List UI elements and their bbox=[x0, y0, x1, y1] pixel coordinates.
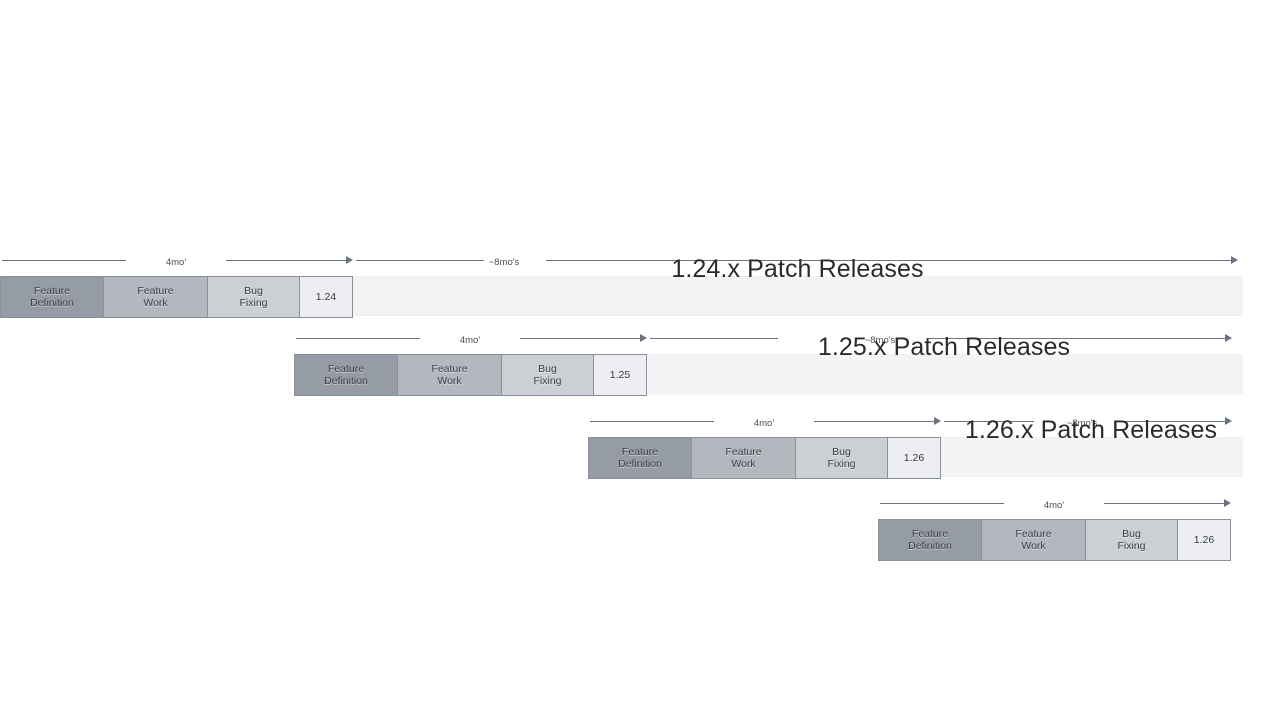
phase-label-line1: Feature bbox=[1015, 527, 1052, 540]
measure-patch-window: ~8mo's bbox=[356, 250, 1240, 272]
measure-arrowhead bbox=[1225, 334, 1232, 342]
phase-bar: Feature Definition Feature Work Bug Fixi… bbox=[294, 354, 647, 396]
phase-feature-work: Feature Work bbox=[104, 277, 208, 317]
phase-label-line2: Definition bbox=[324, 375, 368, 387]
phase-label-line1: Bug bbox=[538, 362, 557, 375]
measure-dev-cycle: 4mo' bbox=[880, 493, 1232, 515]
measure-label-patch-window: ~8mo's bbox=[488, 257, 520, 268]
measure-line-right bbox=[1126, 421, 1226, 422]
phase-label-line1: Feature bbox=[431, 362, 468, 375]
patch-release-band bbox=[645, 354, 1243, 394]
phase-feature-work: Feature Work bbox=[982, 520, 1086, 560]
phase-label-line2: Definition bbox=[908, 540, 952, 552]
release-version-label: 1.25 bbox=[609, 368, 631, 381]
measure-label-dev-cycle: 4mo' bbox=[1043, 500, 1065, 511]
phase-bug-fixing: Bug Fixing bbox=[208, 277, 300, 317]
phase-label-line1: Feature bbox=[621, 445, 659, 458]
measure-line-left bbox=[296, 338, 420, 339]
phase-bar: Feature Definition Feature Work Bug Fixi… bbox=[0, 276, 353, 318]
patch-release-band bbox=[939, 437, 1243, 477]
phase-label-line1: Feature bbox=[911, 527, 949, 540]
phase-label-line2: Work bbox=[437, 375, 462, 387]
phase-bug-fixing: Bug Fixing bbox=[796, 438, 888, 478]
measure-arrowhead bbox=[1231, 256, 1238, 264]
phase-label-line2: Definition bbox=[618, 458, 662, 470]
timeline-row-1-26: 4mo' ~8mo's 1.26.x Patch Releases Featur… bbox=[0, 411, 1280, 491]
measure-label-dev-cycle: 4mo' bbox=[165, 257, 187, 268]
measure-line-right bbox=[926, 338, 1226, 339]
patch-release-band bbox=[352, 276, 1243, 316]
phase-label-line2: Fixing bbox=[239, 297, 268, 309]
release-version-box: 1.25 bbox=[594, 355, 646, 395]
measure-line-right bbox=[814, 421, 935, 422]
phase-feature-definition: Feature Definition bbox=[1, 277, 104, 317]
measure-line-right bbox=[1104, 503, 1225, 504]
phase-bug-fixing: Bug Fixing bbox=[1086, 520, 1178, 560]
phase-bar: Feature Definition Feature Work Bug Fixi… bbox=[588, 437, 941, 479]
phase-label-line2: Work bbox=[143, 297, 168, 309]
phase-label-line1: Bug bbox=[1122, 527, 1141, 540]
measure-arrowhead bbox=[1225, 417, 1232, 425]
phase-label-line1: Feature bbox=[137, 284, 174, 297]
phase-bar: Feature Definition Feature Work Bug Fixi… bbox=[878, 519, 1231, 561]
phase-label-line1: Bug bbox=[244, 284, 263, 297]
measure-dev-cycle: 4mo' bbox=[590, 411, 942, 433]
release-version-label: 1.24 bbox=[315, 290, 337, 303]
measure-arrowhead bbox=[934, 417, 941, 425]
patch-release-label: 1.24.x Patch Releases bbox=[671, 254, 924, 283]
phase-label-line1: Bug bbox=[832, 445, 851, 458]
release-version-label: 1.26 bbox=[903, 451, 925, 464]
measure-arrowhead bbox=[640, 334, 647, 342]
measure-line-left bbox=[590, 421, 714, 422]
phase-feature-definition: Feature Definition bbox=[295, 355, 398, 395]
measure-patch-window: ~8mo's bbox=[944, 411, 1240, 433]
measure-dev-cycle: 4mo' bbox=[2, 250, 354, 272]
patch-release-label: 1.25.x Patch Releases bbox=[817, 332, 1071, 361]
measure-label-dev-cycle: 4mo' bbox=[459, 335, 481, 346]
phase-label-line2: Work bbox=[731, 458, 756, 470]
release-version-box: 1.24 bbox=[300, 277, 352, 317]
measure-line-right bbox=[546, 260, 1232, 261]
phase-bug-fixing: Bug Fixing bbox=[502, 355, 594, 395]
measure-dev-cycle: 4mo' bbox=[296, 328, 648, 350]
measure-label-dev-cycle: 4mo' bbox=[753, 418, 775, 429]
measure-label-patch-window: ~8mo's bbox=[1066, 418, 1098, 429]
phase-feature-work: Feature Work bbox=[692, 438, 796, 478]
release-version-label: 1.26 bbox=[1193, 533, 1215, 546]
phase-feature-definition: Feature Definition bbox=[589, 438, 692, 478]
phase-label-line1: Feature bbox=[725, 445, 762, 458]
phase-label-line2: Fixing bbox=[1117, 540, 1146, 552]
phase-feature-definition: Feature Definition bbox=[879, 520, 982, 560]
measure-line-right bbox=[520, 338, 641, 339]
phase-label-line2: Definition bbox=[30, 297, 74, 309]
phase-label-line1: Feature bbox=[327, 362, 365, 375]
measure-line-left bbox=[650, 338, 778, 339]
measure-line-left bbox=[944, 421, 1034, 422]
release-version-box: 1.26 bbox=[888, 438, 940, 478]
measure-arrowhead bbox=[1224, 499, 1231, 507]
timeline-row-1-25: 4mo' ~8mo's 1.25.x Patch Releases Featur… bbox=[0, 328, 1280, 408]
measure-line-right bbox=[226, 260, 347, 261]
phase-label-line1: Feature bbox=[33, 284, 71, 297]
timeline-row-1-26-next: 4mo' Feature Definition Feature Work Bug… bbox=[0, 493, 1280, 573]
release-version-box: 1.26 bbox=[1178, 520, 1230, 560]
patch-release-label: 1.26.x Patch Releases bbox=[964, 415, 1218, 444]
phase-label-line2: Work bbox=[1021, 540, 1046, 552]
measure-line-left bbox=[880, 503, 1004, 504]
phase-feature-work: Feature Work bbox=[398, 355, 502, 395]
phase-label-line2: Fixing bbox=[827, 458, 856, 470]
measure-line-left bbox=[356, 260, 484, 261]
measure-arrowhead bbox=[346, 256, 353, 264]
measure-line-left bbox=[2, 260, 126, 261]
measure-patch-window: ~8mo's bbox=[650, 328, 1240, 350]
timeline-row-1-24: 4mo' ~8mo's 1.24.x Patch Releases Featur… bbox=[0, 250, 1280, 330]
phase-label-line2: Fixing bbox=[533, 375, 562, 387]
measure-label-patch-window: ~8mo's bbox=[864, 335, 896, 346]
